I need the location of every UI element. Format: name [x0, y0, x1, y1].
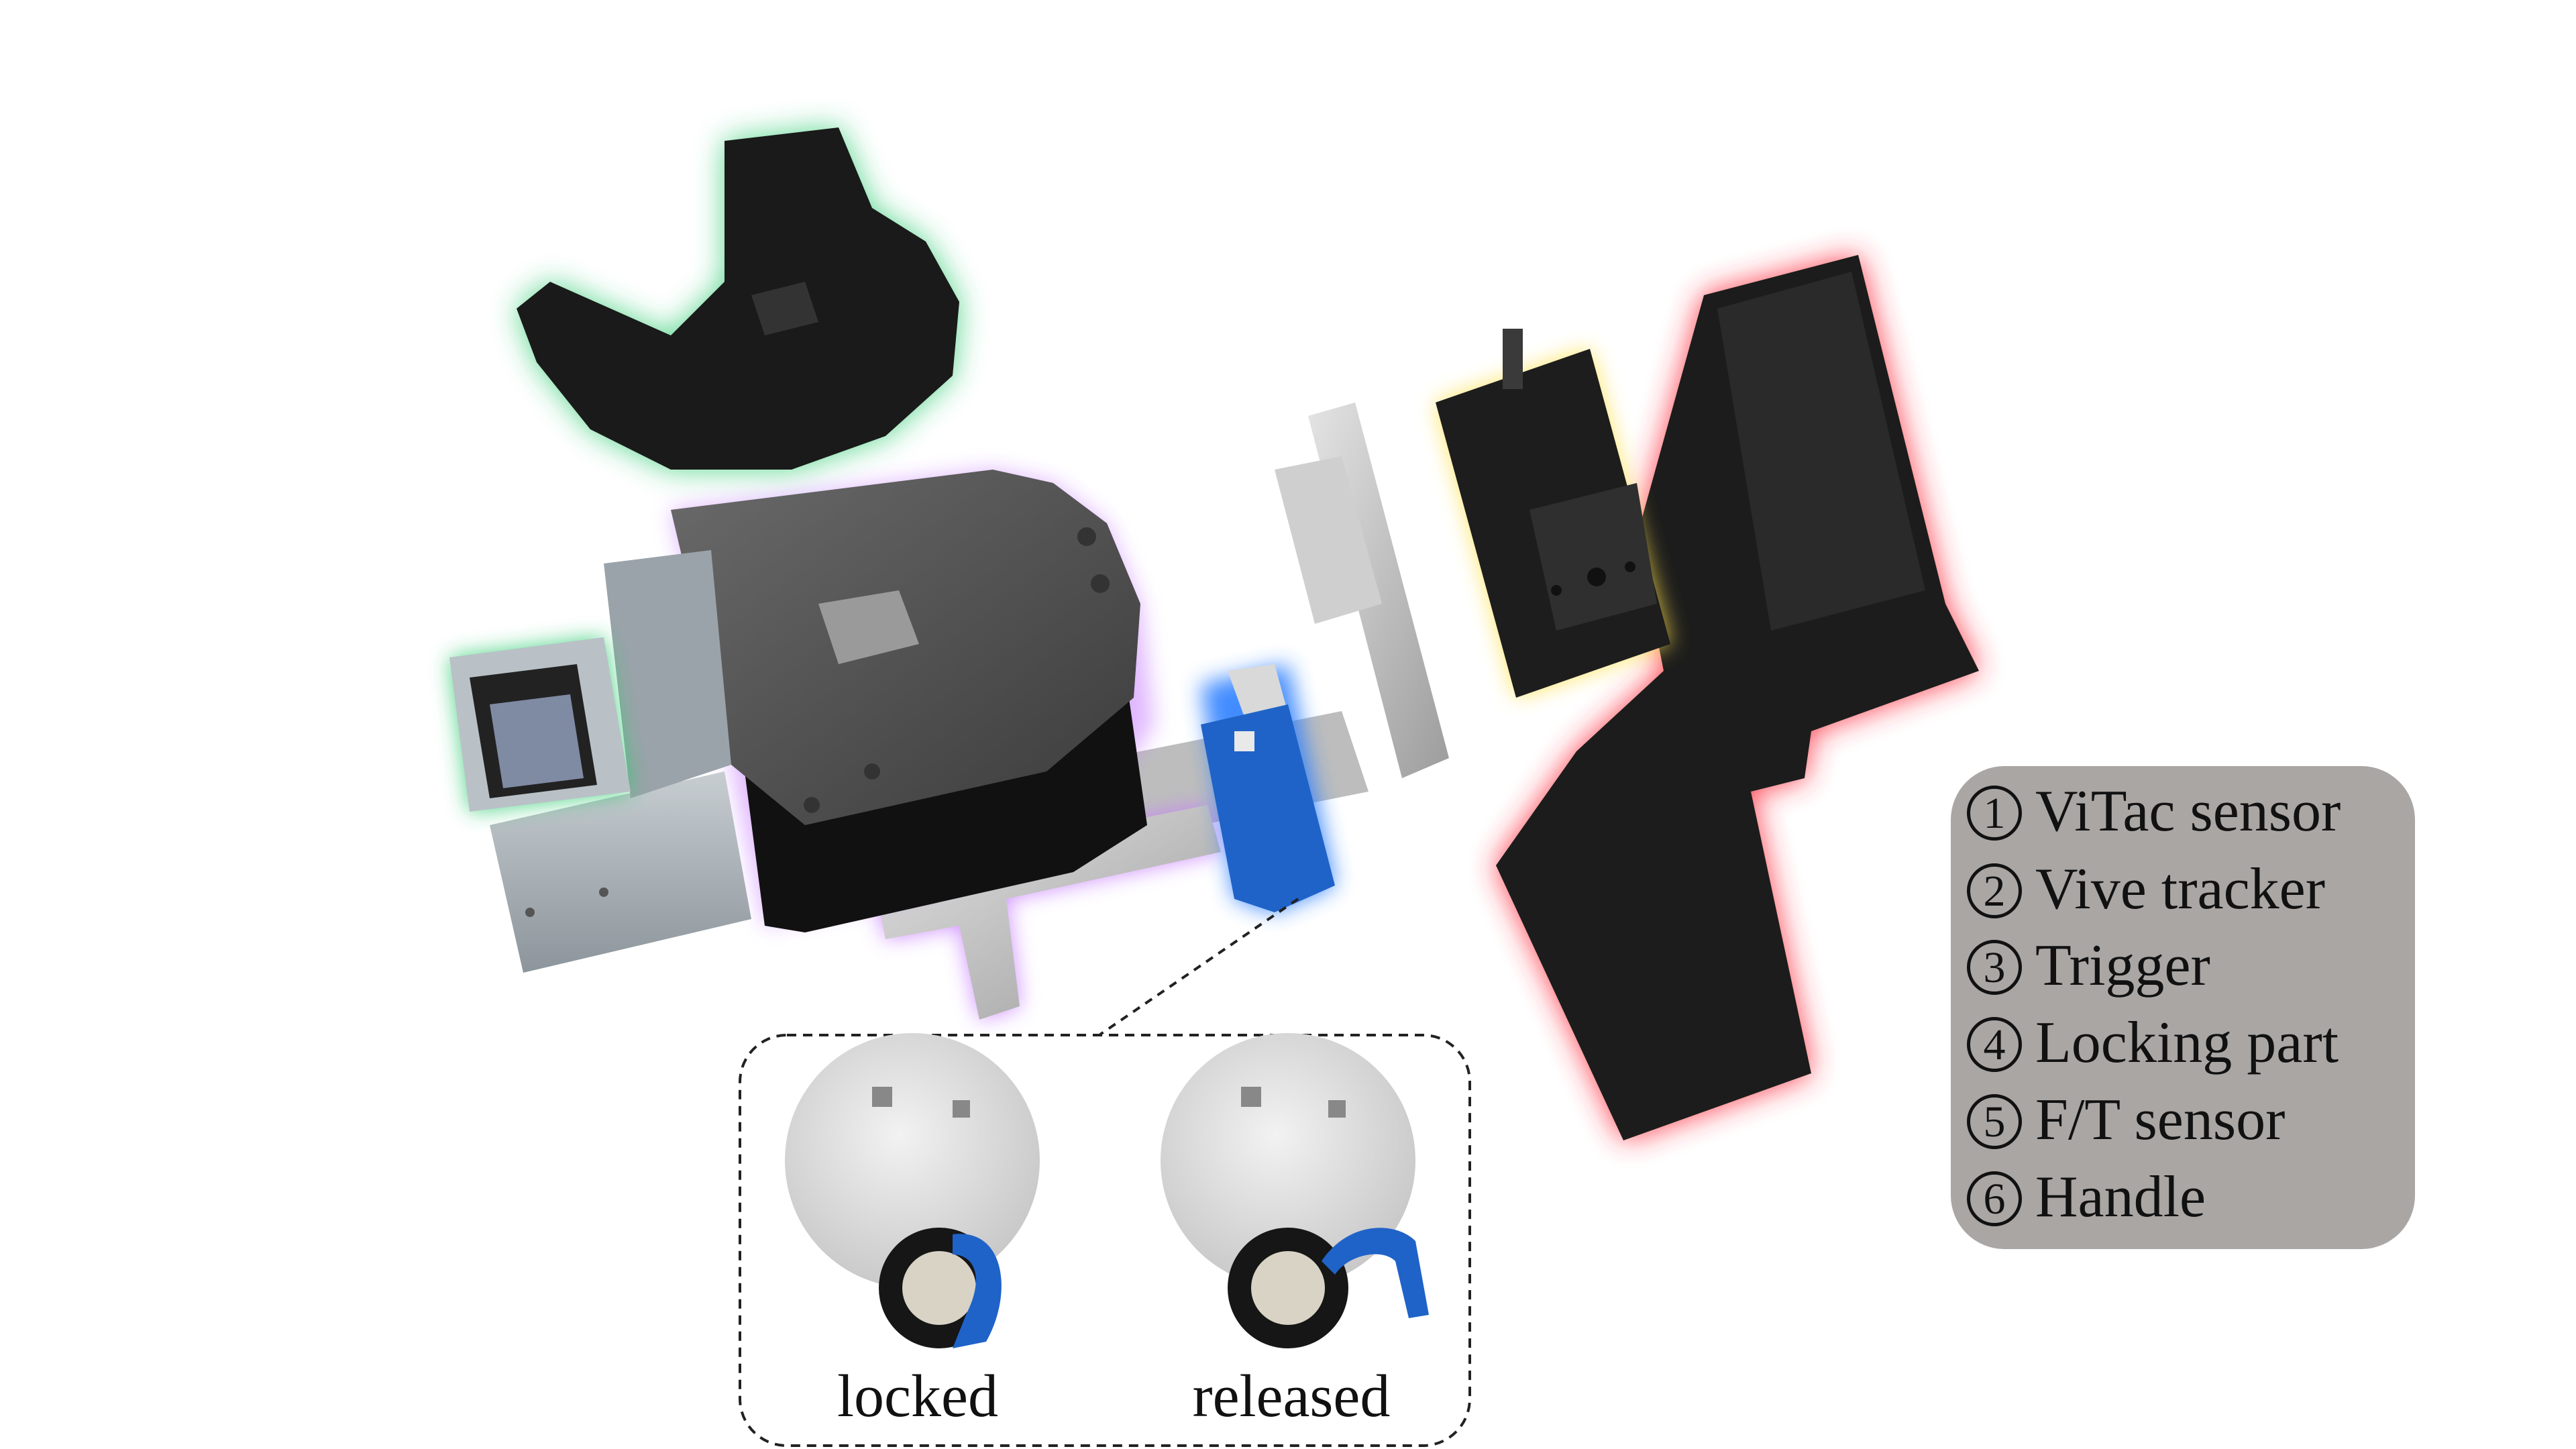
number-3-icon: 3 [1967, 939, 2022, 995]
camera-mount [490, 550, 751, 973]
released-photo [1161, 1033, 1429, 1348]
released-caption: released [1192, 1363, 1391, 1430]
legend-label: Handle [2035, 1165, 2206, 1230]
locking-part [1201, 664, 1335, 912]
ft-sensor-part [1436, 329, 1670, 698]
inset-frame [739, 1034, 1471, 1447]
number-4-icon: 4 [1967, 1016, 2022, 1072]
locked-caption: locked [837, 1363, 998, 1430]
legend-label: ViTac sensor [2035, 779, 2341, 844]
number-6-icon: 6 [1967, 1171, 2022, 1226]
inset-connector-line [1099, 898, 1299, 1036]
number-5-icon: 5 [1967, 1093, 2022, 1149]
legend-label: Locking part [2035, 1010, 2339, 1075]
legend-label: Trigger [2035, 933, 2210, 998]
gripper-body [671, 470, 1154, 932]
vive-tracker-part [517, 127, 959, 470]
number-1-icon: 1 [1967, 785, 2022, 841]
legend-panel [1951, 766, 2415, 1249]
legend-label: F/T sensor [2035, 1087, 2286, 1152]
number-2-icon: 2 [1967, 863, 2022, 918]
legend-label: Vive tracker [2035, 857, 2326, 922]
vitac-sensor-part [449, 637, 631, 812]
locked-photo [785, 1033, 1040, 1348]
handle-part [1496, 255, 1979, 1140]
